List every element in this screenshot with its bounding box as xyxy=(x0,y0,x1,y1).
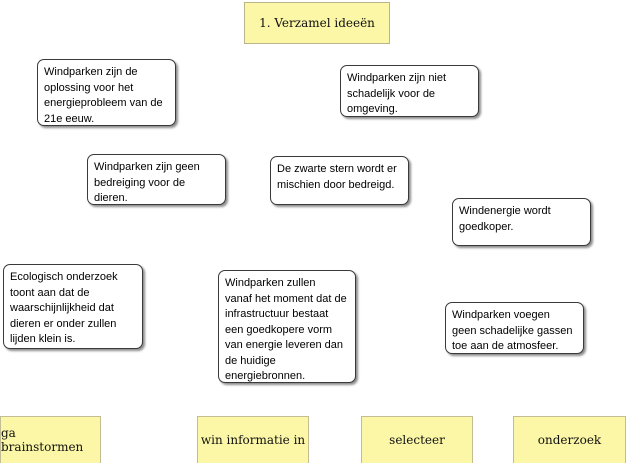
idea-card-5[interactable]: Windenergie wordt goedkoper. xyxy=(452,198,591,246)
idea-card-6[interactable]: Ecologisch onderzoek toont aan dat de wa… xyxy=(3,264,143,349)
idea-card-7[interactable]: Windparken zullen vanaf het moment dat d… xyxy=(218,270,356,383)
idea-card-8[interactable]: Windparken voegen geen schadelijke gasse… xyxy=(445,302,584,354)
idea-card-4[interactable]: De zwarte stern wordt er mischien door b… xyxy=(270,156,409,205)
select-button[interactable]: selecteer xyxy=(361,416,473,463)
idea-card-3[interactable]: Windparken zijn geen bedreiging voor de … xyxy=(87,154,226,205)
brainstorm-button[interactable]: ga brainstormen xyxy=(0,416,101,463)
step-title: 1. Verzamel ideeën xyxy=(244,2,390,44)
research-button[interactable]: onderzoek xyxy=(513,416,626,463)
idea-card-1[interactable]: Windparken zijn de oplossing voor het en… xyxy=(37,59,176,126)
gather-information-button[interactable]: win informatie in xyxy=(197,416,309,463)
idea-card-2[interactable]: Windparken zijn niet schadelijk voor de … xyxy=(340,65,479,117)
